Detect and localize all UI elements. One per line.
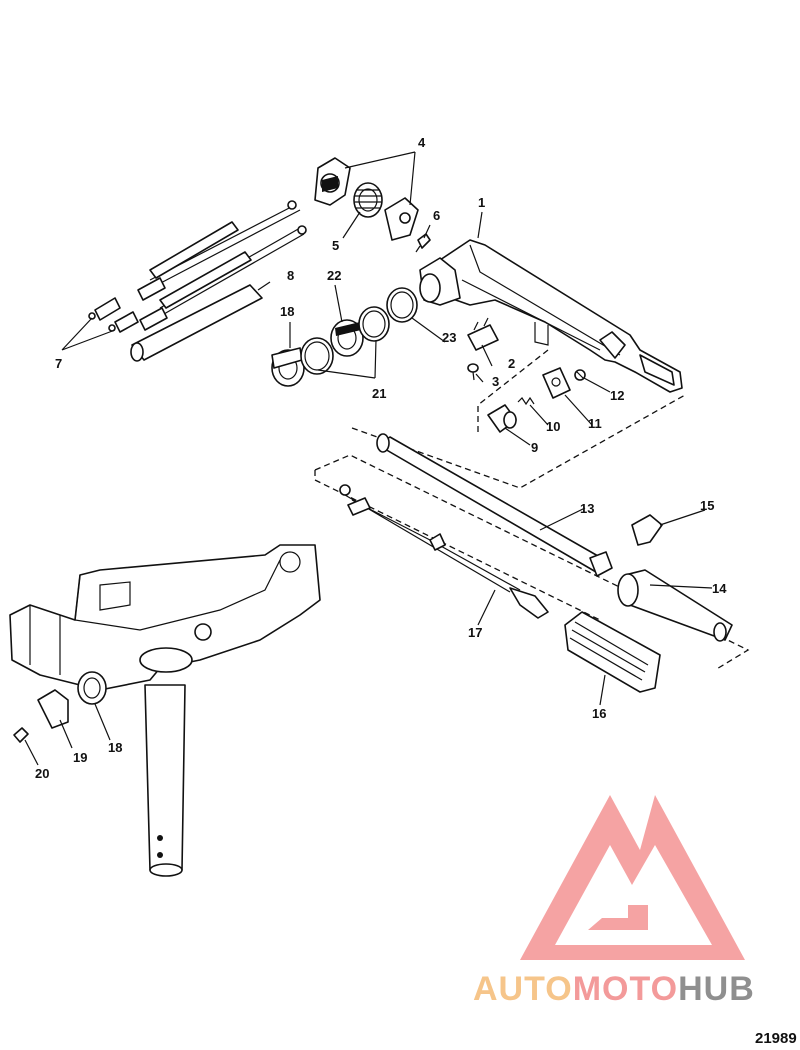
part-friction-gear — [353, 182, 383, 218]
part-ring-21a — [300, 337, 334, 375]
callout-2: 2 — [508, 356, 515, 371]
part-block-11 — [542, 367, 571, 399]
callout-3: 3 — [492, 374, 499, 389]
callout-19: 19 — [73, 750, 87, 765]
part-bearing-22 — [330, 319, 364, 357]
callout-14: 14 — [712, 581, 727, 596]
part-wire-17 — [339, 484, 549, 619]
part-screw-3 — [467, 363, 479, 381]
callout-6: 6 — [433, 208, 440, 223]
part-clip-19 — [37, 689, 69, 729]
part-bushing-18a — [271, 347, 305, 387]
part-screw-12 — [574, 369, 586, 381]
callout-22: 22 — [327, 268, 341, 283]
callout-23: 23 — [442, 330, 456, 345]
part-friction-housing — [314, 157, 351, 206]
part-knob-9 — [487, 404, 517, 433]
part-grip-14 — [617, 569, 733, 642]
watermark-auto: AUTO — [473, 970, 573, 1008]
callout-16: 16 — [592, 706, 606, 721]
part-screw-20 — [13, 727, 29, 743]
callout-labels: 1 2 3 4 5 6 7 8 9 10 11 12 13 14 15 16 1… — [35, 135, 727, 781]
callout-15: 15 — [700, 498, 714, 513]
callout-5: 5 — [332, 238, 339, 253]
callout-7: 7 — [55, 356, 62, 371]
part-screw-6 — [415, 233, 431, 253]
part-grip-16 — [564, 611, 661, 693]
callout-8: 8 — [287, 268, 294, 283]
callout-20: 20 — [35, 766, 49, 781]
callout-11: 11 — [588, 416, 602, 431]
watermark-moto: MOTO — [573, 970, 678, 1008]
part-grip-ring-15 — [631, 514, 663, 546]
part-ring-21b — [358, 306, 390, 342]
part-steering-shaft — [139, 647, 193, 877]
part-friction-plate — [384, 197, 419, 241]
callout-18-lower: 18 — [108, 740, 122, 755]
watermark-logo-icon — [520, 795, 745, 960]
callout-18-upper: 18 — [280, 304, 294, 319]
part-bushing-18b — [77, 671, 107, 705]
part-shaft-13 — [376, 433, 613, 577]
callout-1: 1 — [478, 195, 485, 210]
leader-lines — [24, 151, 713, 766]
callout-13: 13 — [580, 501, 594, 516]
part-throttle-cables — [88, 200, 307, 333]
diagram-code: 21989 — [755, 1030, 797, 1047]
part-bracket-2 — [467, 317, 499, 351]
callout-17: 17 — [468, 625, 482, 640]
callout-21: 21 — [372, 386, 386, 401]
callout-10: 10 — [546, 419, 560, 434]
assembly-box-upper — [351, 349, 686, 489]
part-ring-23 — [386, 287, 418, 323]
part-hose — [130, 284, 263, 362]
callout-9: 9 — [531, 440, 538, 455]
watermark-text: AUTOMOTOHUB — [473, 970, 755, 1008]
part-spring-10 — [517, 396, 535, 406]
part-tiller-arm — [419, 239, 683, 393]
callout-12: 12 — [610, 388, 624, 403]
callout-4: 4 — [418, 135, 426, 150]
assembly-box-lower — [314, 454, 750, 671]
watermark-hub: HUB — [678, 970, 755, 1008]
